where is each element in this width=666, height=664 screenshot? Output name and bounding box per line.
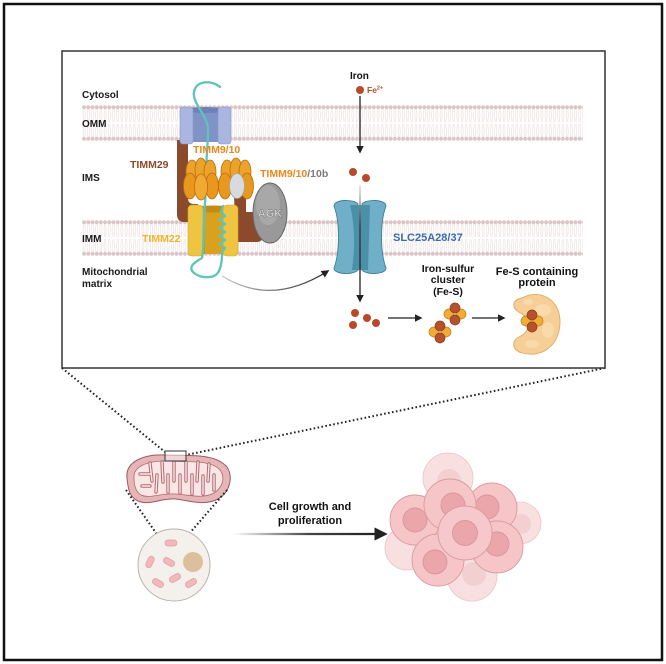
- timm10b-subunit: [229, 173, 245, 199]
- iron-ion-matrix: [372, 319, 380, 327]
- label-timm9-10: TIMM9/10: [193, 144, 240, 156]
- precursor-polypeptide-chain: [190, 81, 227, 279]
- label-matrix-line1: Mitochondrial: [82, 267, 148, 278]
- timm9-10-10b-hexamer: [218, 157, 254, 200]
- label-omm: OMM: [82, 119, 106, 130]
- cell-cluster: [384, 452, 542, 602]
- inset-panel: Cytosol OMM IMS IMM Mitochondrial matrix: [61, 50, 606, 369]
- agk-protein: AGK: [252, 182, 288, 244]
- cell-zoom-line-left: [125, 489, 164, 544]
- mitochondrion: [126, 450, 231, 504]
- matrix-iron-ions: [349, 309, 380, 329]
- iron-ion-matrix: [363, 314, 371, 322]
- slc25a28-37-channel: [333, 200, 387, 274]
- label-cytosol: Cytosol: [82, 90, 119, 101]
- label-timm9-10-10b: TIMM9/10/10b: [260, 168, 328, 180]
- cell: [137, 528, 211, 602]
- label-imm: IMM: [82, 234, 101, 245]
- label-outcome-line2: proliferation: [278, 515, 342, 527]
- iron-ion-matrix: [349, 321, 357, 329]
- label-fe-s-protein-line2: protein: [518, 277, 556, 289]
- label-slc25a28-37: SLC25A28/37: [393, 232, 463, 244]
- label-fe-s-line3: (Fe-S): [433, 286, 463, 298]
- label-charge: 2+: [377, 86, 383, 92]
- proliferating-cell: [437, 505, 493, 561]
- fe-s-cluster: [443, 302, 467, 326]
- tom-channel: [179, 106, 232, 145]
- label-ims: IMS: [82, 173, 100, 184]
- label-timm29: TIMM29: [130, 159, 169, 171]
- label-fe-s-protein-line1: Fe-S containing: [496, 266, 579, 278]
- bound-fe-s-cluster: [520, 309, 544, 333]
- iron-ion-cytosol: [356, 86, 364, 94]
- inner-mitochondrial-membrane: [82, 220, 583, 256]
- fe-s-cluster: [428, 320, 452, 344]
- timm22-channel: [187, 204, 239, 257]
- inset-box: [61, 50, 606, 369]
- import-arrow: [221, 270, 330, 291]
- label-timm9-10-part: TIMM9/10: [260, 168, 307, 180]
- label-timm22: TIMM22: [142, 233, 181, 245]
- iron-ion-ims: [349, 168, 357, 176]
- label-fe2plus: Fe2+: [367, 85, 383, 95]
- iron-ion-matrix: [351, 309, 359, 317]
- mitochondrial-cristae: [138, 460, 216, 496]
- cell-mitochondria: [145, 539, 197, 588]
- label-fe: Fe: [367, 85, 377, 95]
- foreground-cells: [389, 478, 524, 587]
- zoom-line-right: [185, 367, 606, 456]
- label-iron: Iron: [350, 71, 369, 82]
- label-10b-part: /10b: [307, 168, 328, 180]
- membrane-zoom-box: [164, 450, 187, 462]
- label-matrix-line2: matrix: [82, 279, 112, 290]
- iron-ion-ims: [362, 174, 370, 182]
- outer-mitochondrial-membrane: [82, 105, 583, 141]
- timm9-10-hexamer: [183, 157, 219, 201]
- label-fe-s-line2: cluster: [431, 274, 465, 286]
- label-fe-s-line1: Iron-sulfur: [422, 263, 475, 275]
- label-outcome-line1: Cell growth and: [269, 501, 352, 513]
- fe-s-containing-protein: [513, 294, 561, 355]
- cell-nucleus: [183, 552, 203, 572]
- label-agk: AGK: [258, 208, 283, 220]
